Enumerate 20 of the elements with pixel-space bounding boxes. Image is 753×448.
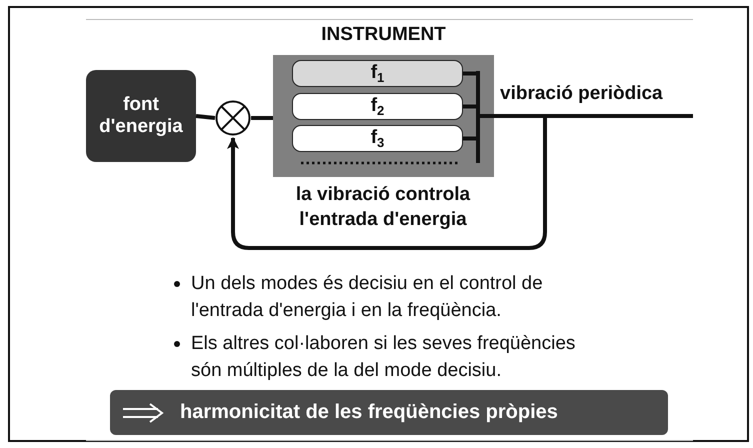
- connector-line: [480, 114, 693, 118]
- connector-line: [251, 116, 273, 120]
- feedback-note: la vibració controla l'entrada d'energia: [294, 183, 472, 232]
- connector-line: [463, 136, 476, 140]
- edge-label: vibració periòdica: [500, 82, 664, 106]
- mode-bar: f$_{3}$: [292, 125, 463, 152]
- connector-line: [463, 104, 476, 108]
- bullet-point: Els altres col·laboren si les seves freqüències són múltiples de la del mode decisiu.: [191, 332, 576, 383]
- mode-bar: f$_{1}$: [292, 60, 463, 87]
- conclusion-text: harmonicitat de les freqüències pròpies: [180, 401, 558, 424]
- energy-source-box: font d'energia: [86, 70, 196, 162]
- mode-bar: f$_{2}$: [292, 93, 463, 120]
- bullet-point: Un dels modes és decisiu en el control de l'entrada d'energia i en la freqüència.: [191, 272, 544, 323]
- feedback-arrow: [227, 116, 547, 250]
- connector-line: [463, 72, 476, 76]
- instrument-title: INSTRUMENT: [320, 24, 447, 46]
- connector-line: [196, 114, 216, 120]
- bus-bar: [476, 71, 480, 163]
- multiplier-symbol: [215, 100, 251, 136]
- conclusion-banner: [110, 390, 668, 435]
